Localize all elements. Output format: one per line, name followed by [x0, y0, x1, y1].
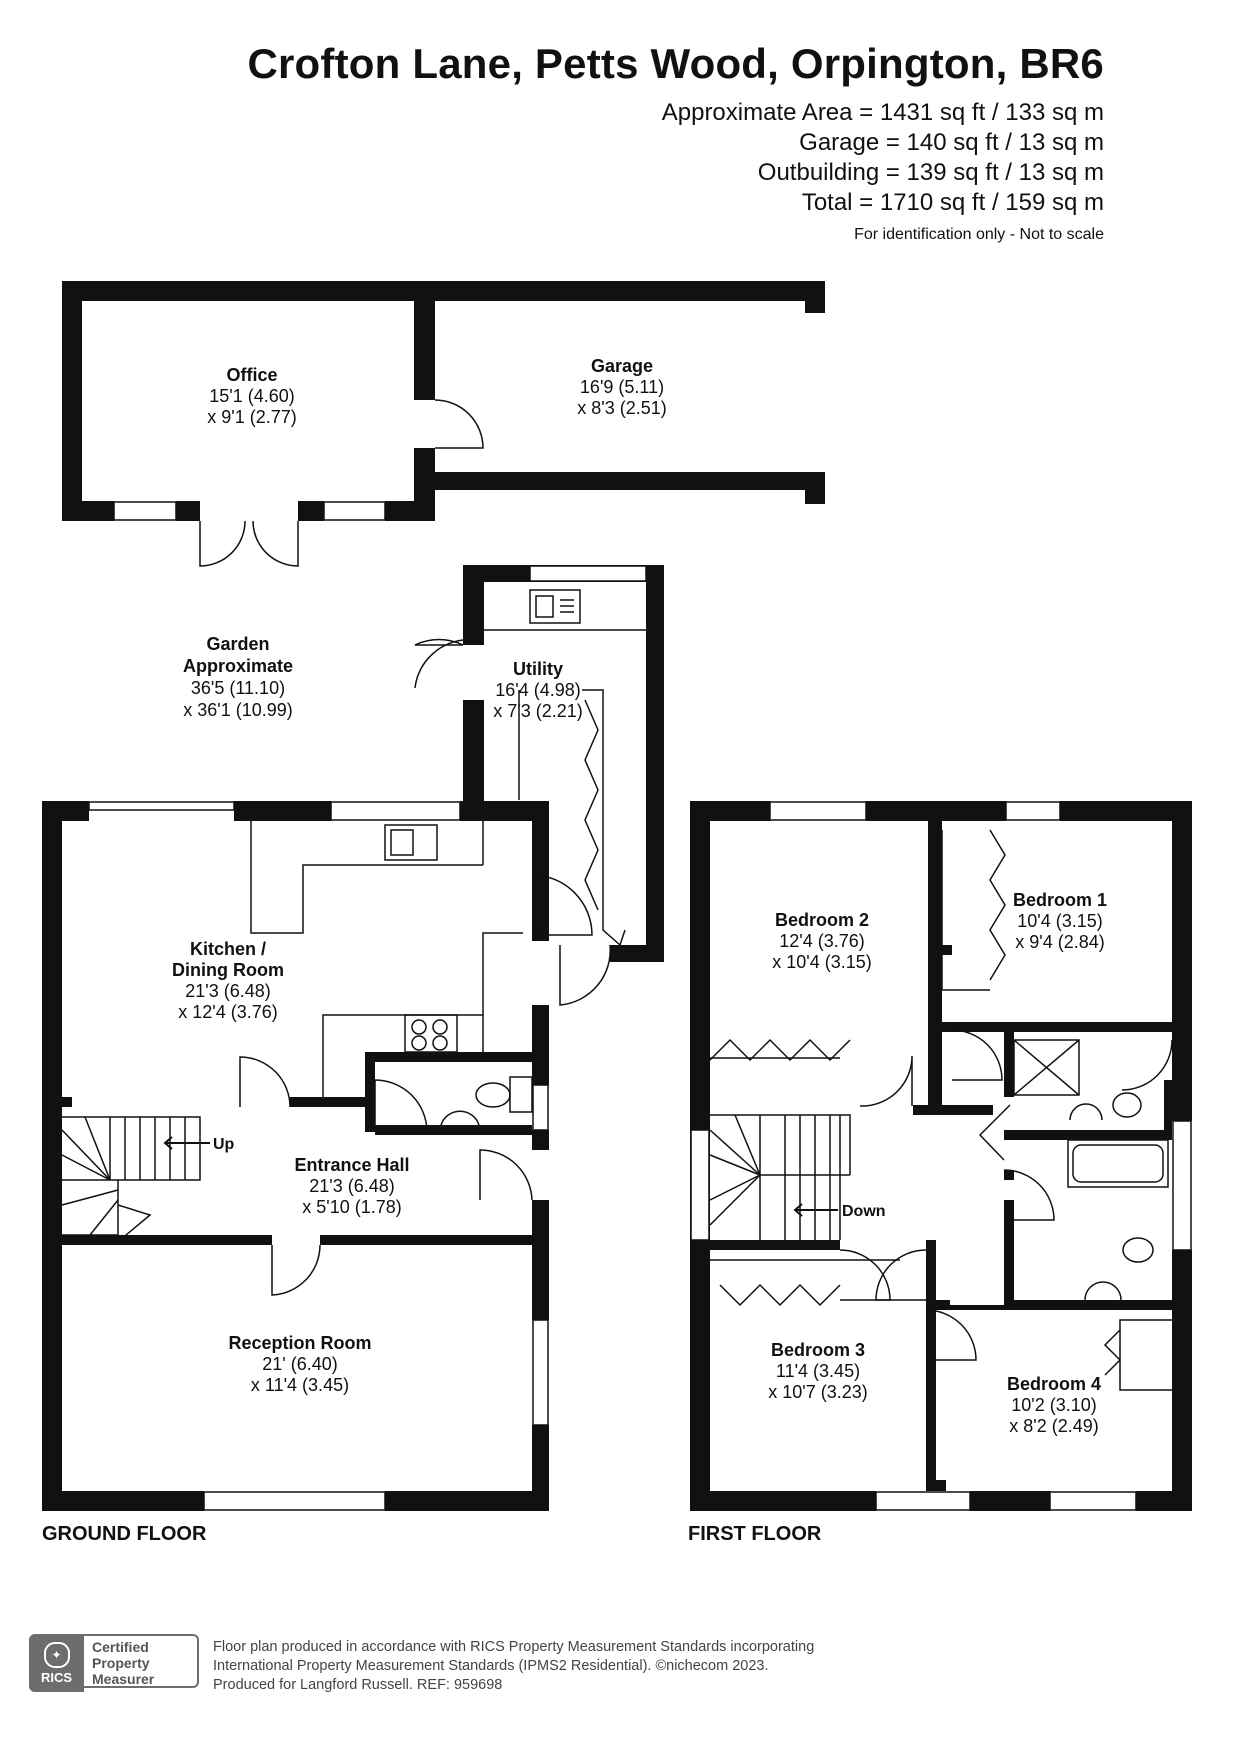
bedroom3-dim1: 11'4 (3.45)	[776, 1361, 860, 1381]
bedroom3-name: Bedroom 3	[771, 1340, 865, 1360]
utility-name: Utility	[513, 659, 563, 679]
kitchen-dim1: 21'3 (6.48)	[185, 981, 271, 1001]
doors	[199, 399, 1173, 1361]
footer-line2: International Property Measurement Stand…	[213, 1658, 769, 1674]
area-garage: Garage = 140 sq ft / 13 sq m	[799, 129, 1104, 156]
first-floor-label: FIRST FLOOR	[688, 1523, 822, 1545]
office-dim2: x 9'1 (2.77)	[207, 407, 296, 427]
stair-arrows	[163, 1136, 838, 1217]
stairs-down-label: Down	[842, 1203, 886, 1220]
badge-line2: Property	[92, 1655, 150, 1671]
bedroom1-dim1: 10'4 (3.15)	[1017, 911, 1103, 931]
rics-emblem-icon: ✦	[43, 1642, 70, 1668]
reception-name: Reception Room	[228, 1333, 371, 1353]
garage-name: Garage	[591, 356, 653, 376]
bedroom1-dim2: x 9'4 (2.84)	[1015, 932, 1104, 952]
hall-dim1: 21'3 (6.48)	[309, 1176, 395, 1196]
bedroom2-dim1: 12'4 (3.76)	[779, 931, 865, 951]
rics-certification: Certified Property Measurer	[84, 1634, 199, 1688]
bedroom4-dim2: x 8'2 (2.49)	[1009, 1416, 1098, 1436]
walls	[42, 281, 1192, 1511]
garden-dim1: 36'5 (11.10)	[191, 678, 285, 698]
bedroom2-name: Bedroom 2	[775, 910, 869, 930]
footer-notes: Floor plan produced in accordance with R…	[213, 1638, 814, 1695]
windows	[88, 501, 1192, 1511]
badge-line1: Certified	[92, 1639, 149, 1655]
rics-logo: ✦ RICS	[29, 1634, 84, 1692]
rics-logo-text: RICS	[40, 1670, 73, 1685]
hall-name: Entrance Hall	[294, 1155, 409, 1175]
kitchen-name1: Kitchen /	[190, 939, 266, 959]
garage-dim2: x 8'3 (2.51)	[577, 398, 666, 418]
reception-dim2: x 11'4 (3.45)	[251, 1375, 349, 1395]
plan-title: Crofton Lane, Petts Wood, Orpington, BR6	[247, 40, 1104, 87]
office-name: Office	[226, 365, 277, 385]
scale-note: For identification only - Not to scale	[854, 226, 1104, 243]
utility-dim2: x 7'3 (2.21)	[493, 701, 582, 721]
bedroom2-dim2: x 10'4 (3.15)	[772, 952, 872, 972]
bedroom4-dim1: 10'2 (3.10)	[1011, 1395, 1097, 1415]
utility-dim1: 16'4 (4.98)	[495, 680, 581, 700]
reception-dim1: 21' (6.40)	[262, 1354, 337, 1374]
garage-dim1: 16'9 (5.11)	[580, 377, 664, 397]
office-dim1: 15'1 (4.60)	[209, 386, 295, 406]
bedroom1-name: Bedroom 1	[1013, 890, 1107, 910]
area-approx: Approximate Area = 1431 sq ft / 133 sq m	[661, 99, 1104, 126]
ground-floor-label: GROUND FLOOR	[42, 1523, 207, 1545]
footer-line3: Produced for Langford Russell. REF: 9596…	[213, 1677, 503, 1693]
garden-name1: Garden	[206, 634, 269, 654]
stairs-up-label: Up	[213, 1136, 235, 1153]
kitchen-name2: Dining Room	[172, 960, 284, 980]
garden-dim2: x 36'1 (10.99)	[183, 700, 293, 720]
garden-name2: Approximate	[183, 656, 293, 676]
bedroom3-dim2: x 10'7 (3.23)	[768, 1382, 868, 1402]
rics-badge: ✦ RICS Certified Property Measurer	[29, 1634, 203, 1692]
hall-dim2: x 5'10 (1.78)	[302, 1197, 402, 1217]
area-outbuilding: Outbuilding = 139 sq ft / 13 sq m	[757, 159, 1104, 186]
bedroom4-name: Bedroom 4	[1007, 1374, 1101, 1394]
kitchen-dim2: x 12'4 (3.76)	[178, 1002, 278, 1022]
room-labels: Office 15'1 (4.60) x 9'1 (2.77) Garage 1…	[172, 356, 1107, 1436]
badge-line3: Measurer	[92, 1671, 155, 1687]
footer-line1: Floor plan produced in accordance with R…	[213, 1639, 815, 1655]
area-summary: Approximate Area = 1431 sq ft / 133 sq m…	[662, 98, 1104, 218]
area-total: Total = 1710 sq ft / 159 sq m	[801, 189, 1104, 216]
